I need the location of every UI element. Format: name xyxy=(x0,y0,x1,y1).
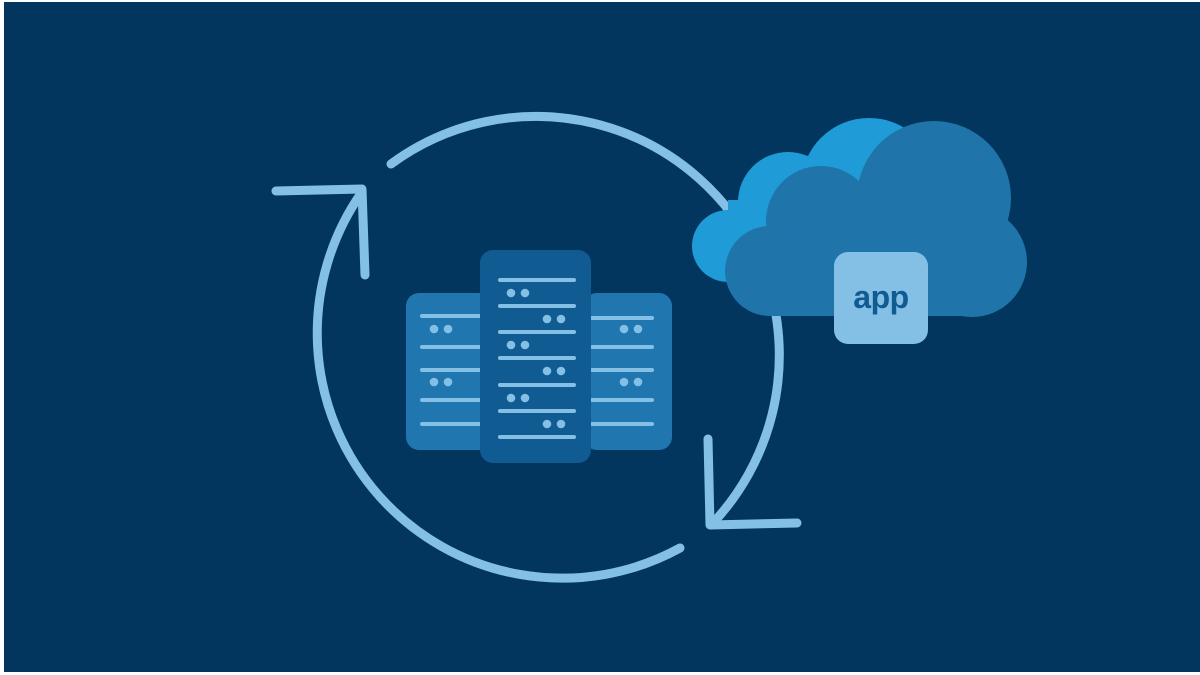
server-rack-center-details xyxy=(498,278,576,439)
sync-arc-lower xyxy=(312,187,685,583)
sync-arrowhead-top xyxy=(271,184,370,280)
sync-arrows-icon xyxy=(271,111,802,583)
server-rack-right-details xyxy=(590,316,654,426)
server-rack-icon xyxy=(406,250,672,463)
cloud-icon xyxy=(692,118,1027,344)
app-label: app xyxy=(853,278,909,315)
sync-arc-right xyxy=(707,287,784,529)
app-tile xyxy=(834,252,928,344)
server-rack-center-leds xyxy=(506,288,566,429)
server-rack-left-leds xyxy=(429,324,453,387)
sync-arrowhead-bottom xyxy=(703,434,802,530)
server-rack-left-details xyxy=(420,314,484,426)
sync-arc-upper xyxy=(386,111,765,267)
server-rack-right-leds xyxy=(619,324,643,387)
